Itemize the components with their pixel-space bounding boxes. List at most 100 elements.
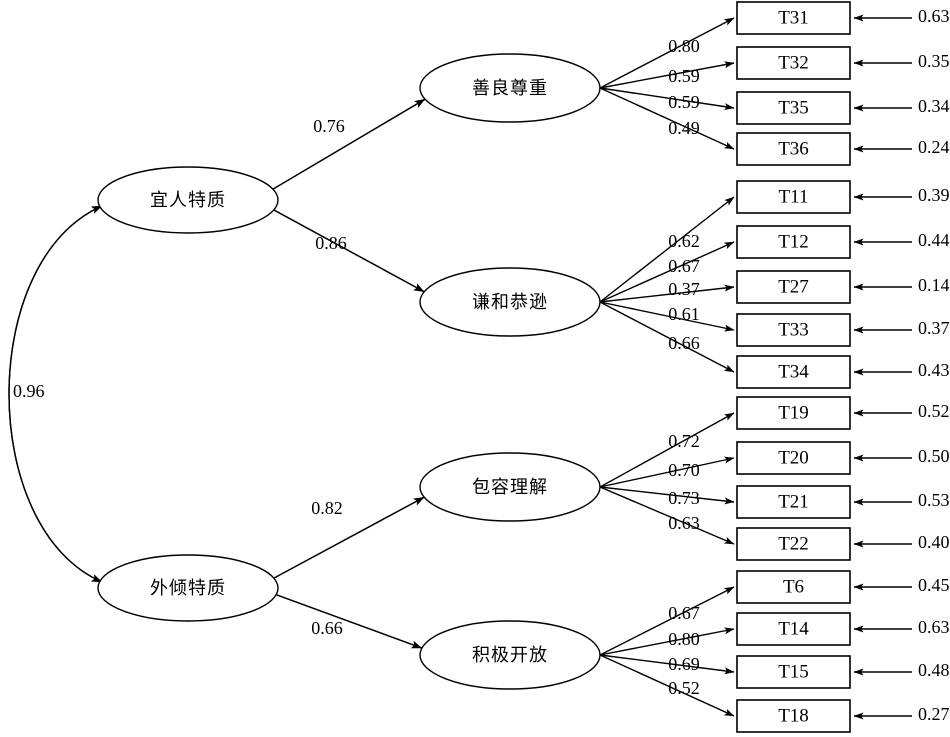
residual-arrow-group — [853, 14, 912, 720]
indicator-label-T35: T35 — [778, 97, 809, 118]
indicator-box-T36 — [736, 132, 851, 166]
loading-value-T11: 0.62 — [668, 231, 700, 251]
latent-ellipse-tolerance — [419, 452, 601, 522]
loading-value-T19: 0.72 — [668, 431, 700, 451]
residual-value-T27: 0.14 — [918, 275, 950, 295]
indicator-label-T14: T14 — [778, 618, 809, 639]
residual-value-T22: 0.40 — [918, 532, 950, 552]
loading-arrow-openness-T18 — [599, 654, 735, 717]
residual-value-T14: 0.63 — [918, 617, 950, 637]
loading-value-T22: 0.63 — [668, 513, 700, 533]
indicator-label-T31: T31 — [778, 7, 809, 28]
indicator-box-T31 — [736, 1, 851, 35]
residual-value-T12: 0.44 — [918, 230, 950, 250]
loading-arrow-tolerance-T21 — [599, 486, 735, 505]
latent-label-extravert: 外倾特质 — [150, 578, 226, 599]
loading-arrow-humility-T11 — [599, 196, 735, 303]
residual-value-T32: 0.35 — [918, 51, 950, 71]
loading-value-T31: 0.80 — [668, 36, 700, 56]
indicator-box-T6 — [736, 570, 851, 604]
loading-value-T14: 0.80 — [668, 629, 700, 649]
latent-label-tolerance: 包容理解 — [472, 477, 548, 498]
indicator-box-T20 — [736, 441, 851, 475]
structural-coefficient-agreeable-kindness: 0.76 — [313, 116, 345, 136]
loading-value-T34: 0.66 — [668, 333, 700, 353]
loading-arrow-openness-T6 — [599, 586, 735, 656]
indicator-box-T14 — [736, 612, 851, 646]
structural-coefficient-agreeable-humility: 0.86 — [315, 233, 347, 253]
loading-arrow-openness-T14 — [599, 627, 735, 656]
latent-label-kindness: 善良尊重 — [472, 78, 548, 99]
indicator-box-T19 — [736, 396, 851, 430]
structural-path-agreeable-to-kindness — [272, 98, 426, 190]
residual-value-T11: 0.39 — [918, 185, 950, 205]
latent-label-agreeable: 宜人特质 — [150, 190, 226, 211]
loading-value-T21: 0.73 — [668, 488, 700, 508]
indicator-label-T32: T32 — [778, 52, 809, 73]
loading-value-T33: 0.61 — [668, 304, 700, 324]
latent-label-humility: 谦和恭逊 — [472, 292, 548, 313]
indicator-box-T33 — [736, 313, 851, 347]
indicator-box-T11 — [736, 180, 851, 214]
residual-value-T18: 0.27 — [918, 704, 950, 724]
indicator-label-T11: T11 — [779, 186, 809, 207]
loading-arrow-kindness-T35 — [599, 87, 735, 111]
loading-value-T6: 0.67 — [668, 603, 700, 623]
coefficient-text-group: 0.960.760.860.820.660.800.630.590.350.59… — [13, 6, 950, 724]
loading-value-T36: 0.49 — [668, 118, 700, 138]
loading-arrow-humility-T33 — [599, 301, 735, 332]
residual-value-T36: 0.24 — [918, 137, 950, 157]
loading-arrow-kindness-T36 — [599, 87, 735, 150]
indicator-box-T27 — [736, 270, 851, 304]
latent-ellipse-extravert — [97, 554, 279, 622]
indicator-label-T22: T22 — [778, 533, 809, 554]
indicator-label-T20: T20 — [778, 447, 809, 468]
loading-value-T27: 0.37 — [668, 279, 700, 299]
structural-coefficient-extravert-openness: 0.66 — [311, 618, 343, 638]
loading-arrow-tolerance-T22 — [599, 486, 735, 545]
indicator-box-T15 — [736, 655, 851, 689]
loading-value-T35: 0.59 — [668, 92, 700, 112]
residual-value-T19: 0.52 — [918, 401, 950, 421]
indicator-box-T21 — [736, 485, 851, 519]
indicator-label-T33: T33 — [778, 319, 809, 340]
correlation-arc-group — [8, 205, 103, 583]
loading-value-T18: 0.52 — [668, 678, 700, 698]
indicator-label-T12: T12 — [778, 231, 809, 252]
structural-path-agreeable-to-humility — [273, 209, 425, 293]
indicator-box-T18 — [736, 699, 851, 733]
factor-loading-group — [599, 17, 735, 717]
residual-value-T6: 0.45 — [918, 575, 950, 595]
residual-value-T20: 0.50 — [918, 446, 950, 466]
latent-ellipse-humility — [419, 267, 601, 337]
residual-value-T21: 0.53 — [918, 490, 950, 510]
loading-value-T20: 0.70 — [668, 460, 700, 480]
latent-ellipse-agreeable — [97, 166, 279, 234]
structural-path-extravert-to-openness — [275, 594, 423, 649]
node-shape-group — [97, 1, 851, 733]
loading-arrow-humility-T27 — [599, 284, 735, 303]
indicator-label-T27: T27 — [778, 276, 809, 297]
residual-value-T33: 0.37 — [918, 318, 950, 338]
indicator-label-T15: T15 — [778, 661, 809, 682]
loading-arrow-kindness-T32 — [599, 61, 735, 89]
loading-arrow-tolerance-T20 — [599, 456, 735, 488]
node-text-group: T31T32T35T36T11T12T27T33T34T19T20T21T22T… — [150, 7, 809, 726]
structural-coefficient-extravert-tolerance: 0.82 — [311, 498, 343, 518]
residual-value-T35: 0.34 — [918, 96, 950, 116]
loading-arrow-humility-T34 — [599, 301, 735, 373]
latent-ellipse-openness — [419, 620, 601, 690]
loading-value-T12: 0.67 — [668, 256, 700, 276]
structural-path-group — [272, 98, 426, 649]
indicator-box-T12 — [736, 225, 851, 259]
correlation-value-label: 0.96 — [13, 381, 45, 401]
indicator-box-T35 — [736, 91, 851, 125]
indicator-label-T34: T34 — [778, 361, 809, 382]
loading-value-T15: 0.69 — [668, 654, 700, 674]
structural-path-extravert-to-tolerance — [273, 496, 425, 579]
indicator-label-T19: T19 — [778, 402, 809, 423]
loading-arrow-humility-T12 — [599, 241, 735, 303]
loading-arrow-kindness-T31 — [599, 17, 735, 89]
